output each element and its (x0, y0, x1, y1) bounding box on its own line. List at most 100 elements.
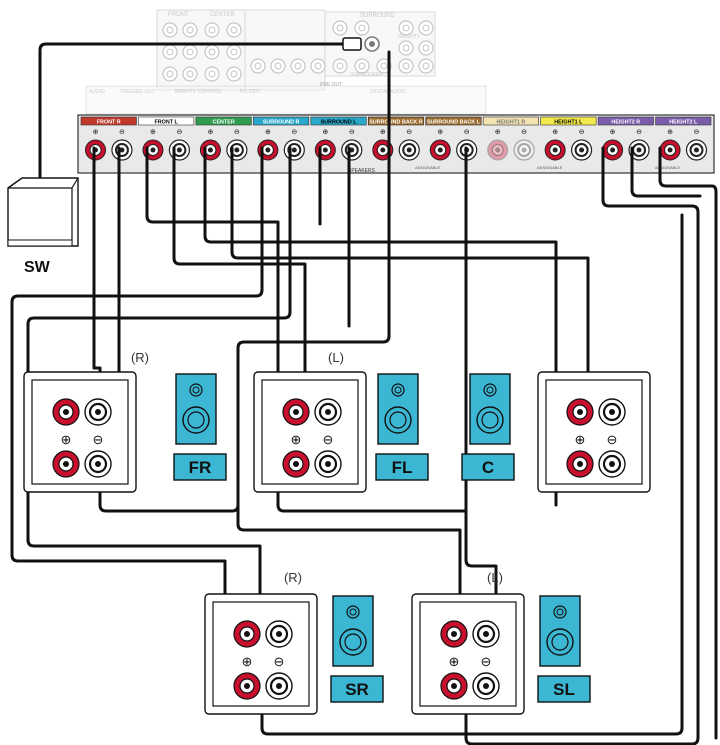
terminal-label: SURROUND BACK R (369, 120, 423, 126)
terminal-surround-back-l: SURROUND BACK L ⊕ ⊖ (425, 116, 482, 161)
speaker-driver-icon (175, 373, 217, 445)
speaker-sl: ⊕ ⊖ SL (L) (411, 570, 591, 715)
minus-mark: ⊖ (406, 129, 412, 136)
speaker-minus-sign: ⊖ (323, 432, 334, 447)
upper-jack (398, 20, 414, 36)
upper-jack (418, 20, 434, 36)
terminal-label: CENTER (213, 120, 235, 126)
upper-jack-label-height1: HEIGHT1 (398, 34, 420, 40)
upper-jack (354, 58, 370, 74)
panel-label-audio: AUDIO (89, 89, 105, 95)
upper-jack (226, 66, 242, 82)
plus-mark: ⊕ (610, 129, 616, 136)
speaker-badge-label: C (482, 458, 494, 477)
plus-mark: ⊕ (437, 129, 443, 136)
subwoofer-label: SW (24, 259, 51, 276)
speaker-badge-label: FR (189, 458, 212, 477)
upper-jack-label-center: CENTER (210, 12, 235, 18)
speaker-driver-icon (332, 595, 374, 667)
cable-front-l-plus (145, 146, 280, 407)
subwoofer-unit: SW (7, 177, 79, 276)
plus-mark: ⊕ (150, 129, 156, 136)
upper-jack (226, 44, 242, 60)
cable-sr-return (260, 213, 684, 736)
upper-jack (332, 58, 348, 74)
terminal-height2-l: HEIGHT2 L⊕⊖ (655, 116, 712, 161)
speaker-plus-sign: ⊕ (449, 654, 460, 669)
plus-mark: ⊕ (322, 129, 328, 136)
terminal-label: FRONT R (97, 120, 121, 126)
cable-front-r-plus (92, 146, 102, 407)
speaker-badge-label: SL (553, 680, 575, 699)
speaker-badge (537, 675, 591, 703)
plus-mark: ⊕ (207, 129, 213, 136)
speaker-badge (330, 675, 384, 703)
speaker-plus-sign: ⊕ (575, 432, 586, 447)
minus-mark: ⊖ (176, 129, 182, 136)
minus-post (513, 139, 535, 161)
speaker-channel-label: (L) (487, 570, 503, 585)
minus-mark: ⊖ (234, 129, 240, 136)
upper-jack (354, 20, 370, 36)
upper-jack-label-subwoofer: SUBWOOFER (350, 72, 383, 78)
upper-jack (182, 22, 198, 38)
speaker-channel-label: (R) (131, 350, 149, 365)
plus-mark: ⊕ (265, 129, 271, 136)
terminal-label: HEIGHT1 R (497, 120, 526, 126)
terminal-label: HEIGHT1 L (554, 120, 583, 126)
speaker-fr: ⊕⊖FR(R) (23, 350, 227, 493)
upper-jack (162, 22, 178, 38)
speaker-badge (461, 453, 515, 481)
upper-jack (182, 44, 198, 60)
speakers-caption: SPEAKERS (348, 168, 376, 174)
cable-center-plus (203, 146, 558, 407)
upper-jack-label-surround: SURROUND (360, 13, 395, 19)
cable-height2-l (630, 146, 702, 198)
control-panel-row: AUDIO TRIGGER OUT REMOTE CONTROL RS-232C… (85, 85, 487, 115)
assignable-caption-3: ASSIGNABLE (655, 165, 681, 170)
speaker-minus-sign: ⊖ (481, 654, 492, 669)
minus-mark: ⊖ (579, 129, 585, 136)
speaker-badge-label: SR (345, 680, 369, 699)
speaker-badge-label: FL (392, 458, 413, 477)
plus-mark: ⊕ (552, 129, 558, 136)
upper-jack (162, 44, 178, 60)
speaker-badge (173, 453, 227, 481)
plus-mark: ⊕ (380, 129, 386, 136)
upper-jack (250, 58, 266, 74)
upper-jack (204, 22, 220, 38)
minus-mark: ⊖ (636, 129, 642, 136)
panel-label-trigger-out: TRIGGER OUT (120, 89, 155, 95)
terminal-surround-back-r: SURROUND BACK R ⊕ ⊖ (367, 116, 425, 161)
assignable-caption-1: ASSIGNABLE (415, 165, 441, 170)
speaker-driver-icon (377, 373, 419, 445)
terminal-label: SURROUND L (321, 120, 358, 126)
plus-mark: ⊕ (93, 129, 99, 136)
upper-jack (398, 40, 414, 56)
panel-label-remote-control: REMOTE CONTROL (175, 89, 222, 95)
speaker-sr: ⊕⊖SR(R) (204, 570, 384, 715)
upper-jack (204, 66, 220, 82)
minus-mark: ⊖ (464, 129, 470, 136)
speaker-channel-label: (R) (284, 570, 302, 585)
speaker-minus-sign: ⊖ (274, 654, 285, 669)
upper-jack (162, 66, 178, 82)
upper-jack-grid (162, 20, 434, 82)
speaker-fl: ⊕⊖FL(L) (253, 350, 429, 493)
minus-mark: ⊖ (119, 129, 125, 136)
plus-mark: ⊕ (495, 129, 501, 136)
terminal-height1-r: HEIGHT1 R⊕⊖ (482, 116, 539, 161)
plus-mark: ⊕ (667, 129, 673, 136)
upper-jack (270, 58, 286, 74)
speaker-channel-label: (L) (328, 350, 344, 365)
plus-post (487, 139, 509, 161)
terminal-label: HEIGHT2 R (611, 120, 640, 126)
terminal-label: SURROUND BACK L (427, 120, 481, 126)
cable-height2-r (464, 146, 700, 745)
cable-surround-r-plus (10, 146, 264, 629)
terminal-label: HEIGHT2 L (669, 120, 698, 126)
speaker-minus-sign: ⊖ (93, 432, 104, 447)
upper-jack (310, 58, 326, 74)
speaker-badge (375, 453, 429, 481)
